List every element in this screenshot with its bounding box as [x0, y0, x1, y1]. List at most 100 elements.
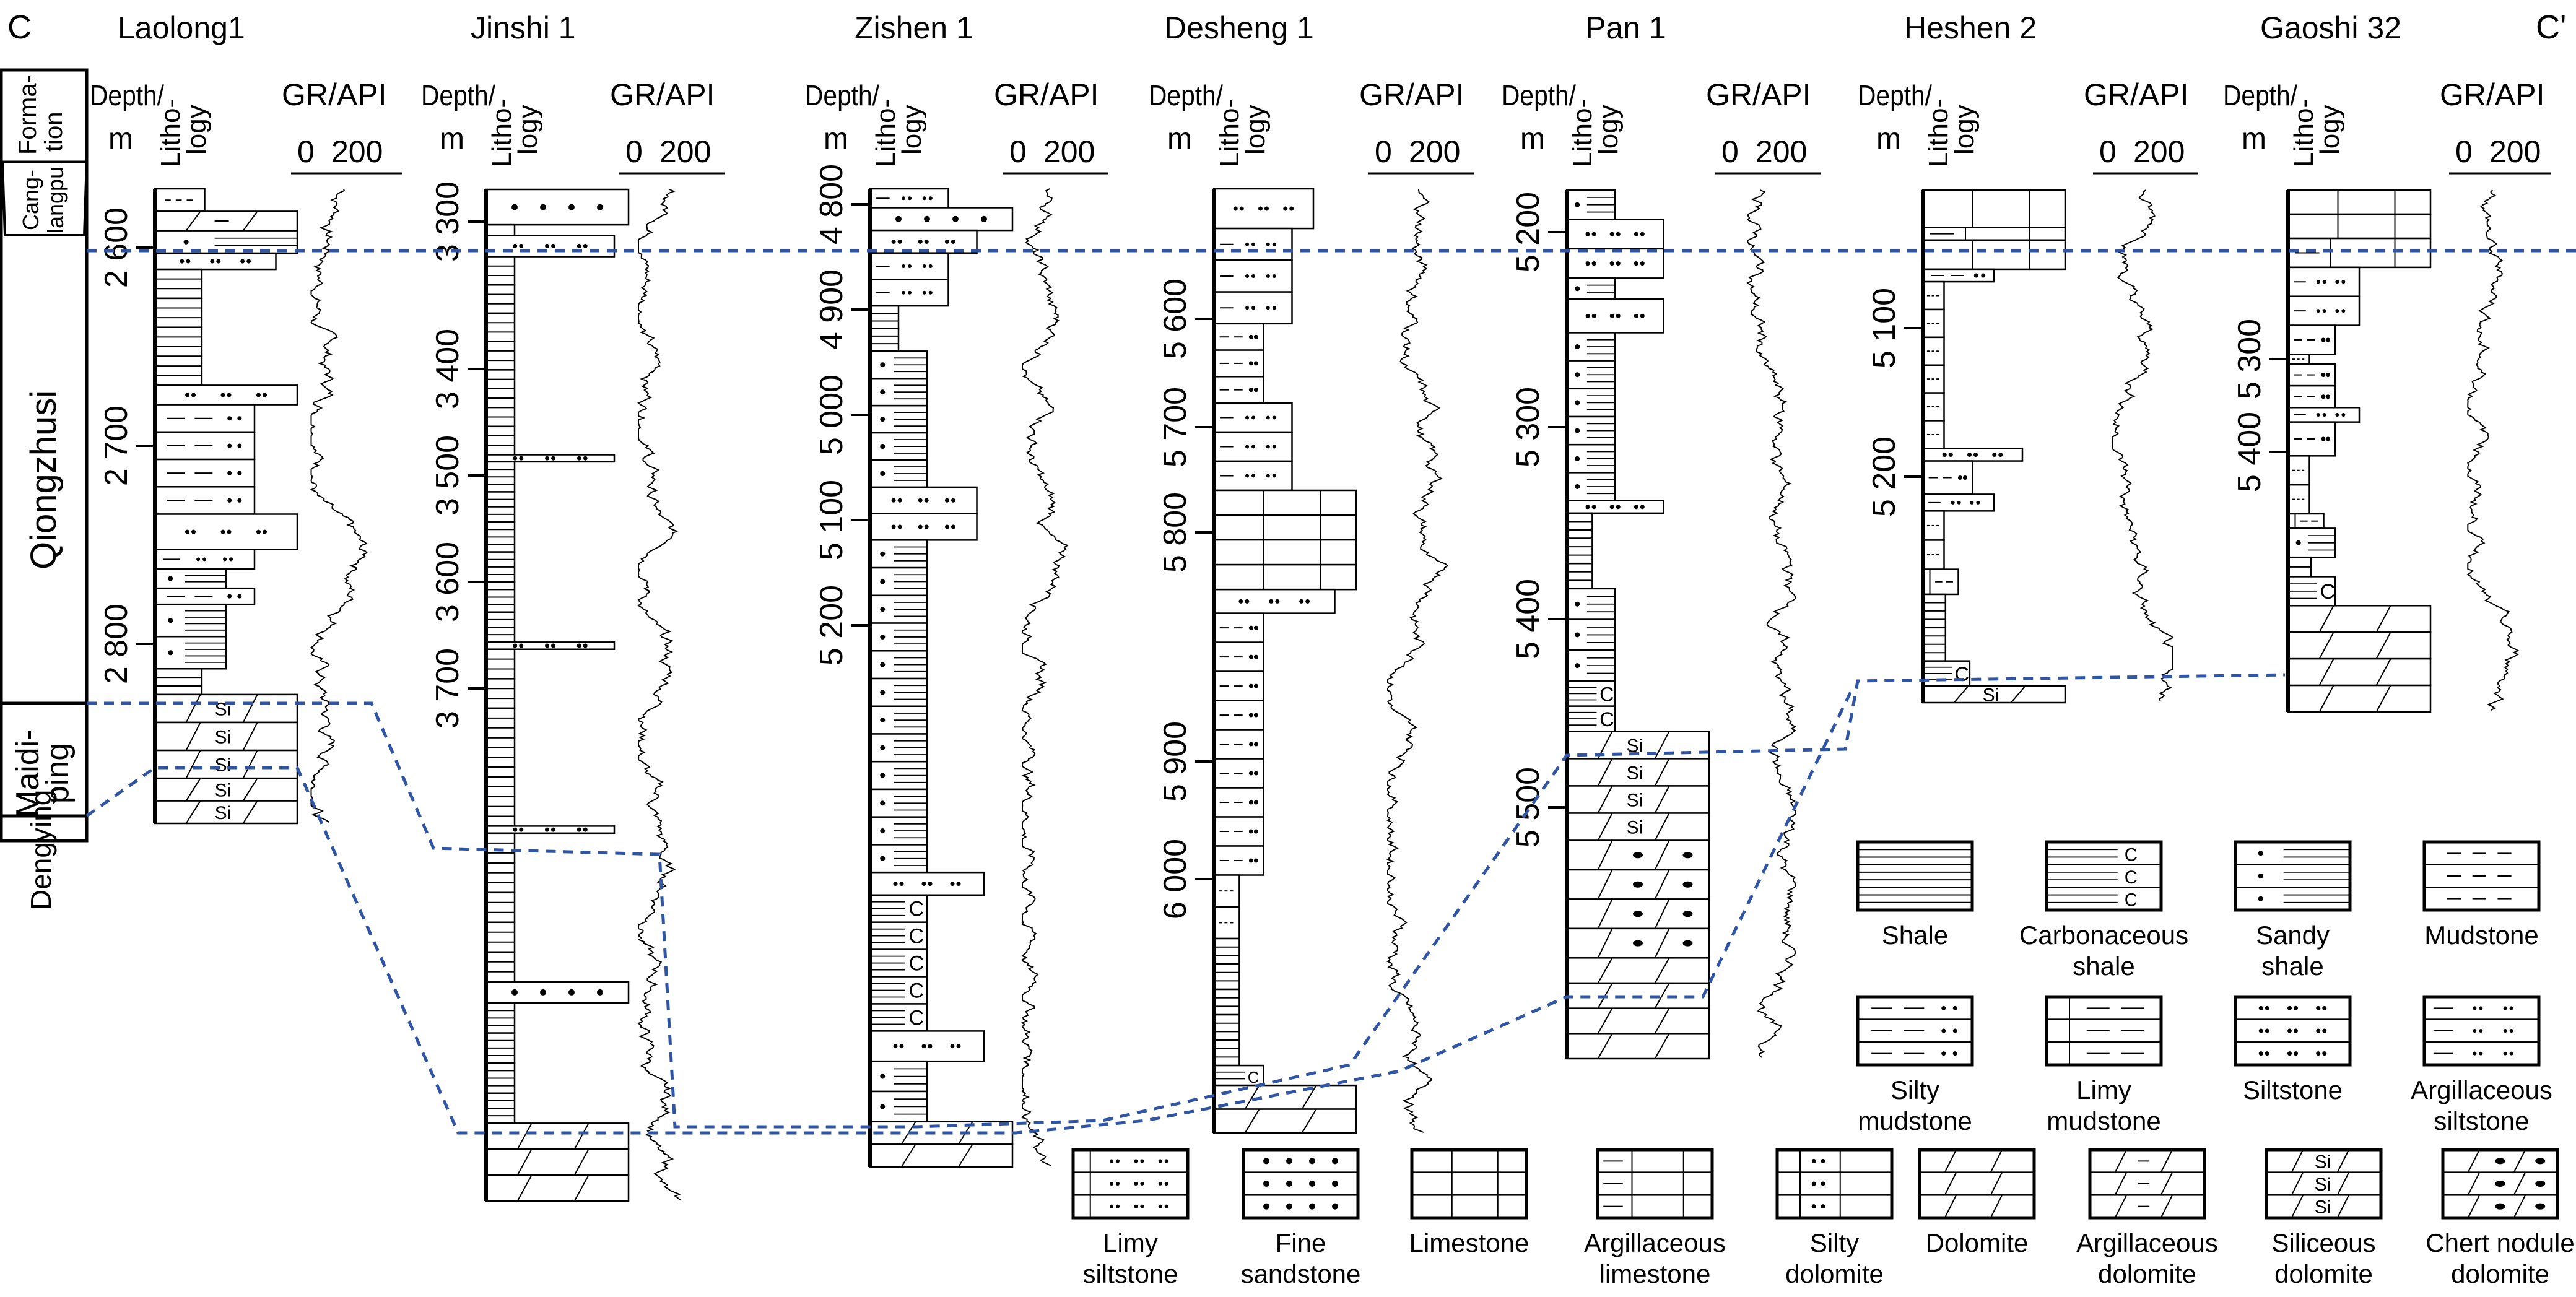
bed-carbonaceous-shale: C [1212, 1064, 1264, 1087]
bed-dolomite [1565, 1007, 1710, 1035]
bed-silty-mudstone [2287, 363, 2336, 387]
depth-tick-label: 5 400 [1510, 579, 1546, 659]
bed-mudstone [1212, 874, 1240, 908]
bed-sandy-shale [1565, 388, 1616, 418]
bed-silty-mudstone [154, 587, 256, 605]
bed-silty-mudstone [1921, 268, 1995, 283]
bed-sandy-shale [1565, 415, 1616, 446]
bed-sandy-shale [1565, 472, 1616, 501]
bed-siltstone [154, 513, 298, 550]
depth-unit: m [2242, 123, 2266, 155]
depth-tick-label: 5 100 [814, 480, 850, 560]
depth-unit: m [824, 123, 848, 155]
siliceous-symbol: Si [1627, 763, 1643, 783]
bed-argillaceous-siltstone [154, 549, 256, 570]
lithology-header-line1: Litho- [1567, 99, 1598, 167]
bed-mudstone [2287, 354, 2310, 365]
bed-shale [485, 581, 516, 613]
legend-label: Argillaceous [1584, 1228, 1726, 1257]
legend-swatch [1918, 1148, 2036, 1220]
lithology-header-line2: logy [181, 105, 212, 155]
bed-mudstone [1921, 336, 1945, 366]
bed-shale [1212, 937, 1240, 965]
bed-carbonaceous-shale: C [869, 976, 928, 1005]
bed-shale [485, 737, 516, 768]
bed-shale [1921, 593, 1947, 629]
lithology-column: CSi [1921, 189, 2066, 706]
correlation-line-maidiping-base [85, 689, 1853, 1135]
bed-silty-mudstone [1212, 349, 1264, 378]
gr-scale-min: 0 [625, 134, 643, 169]
gr-header: GR/API [994, 77, 1099, 112]
well-name: Heshen 2 [1904, 11, 2037, 45]
depth-tick-label: 5 100 [1866, 288, 1902, 368]
bed-shale [1212, 1039, 1240, 1067]
gr-scale-min: 0 [1375, 134, 1392, 169]
bed-sandy-shale [869, 432, 928, 461]
legend-item-dolomite: Dolomite [1918, 1148, 2036, 1257]
bed-sandy-shale [154, 568, 227, 589]
bed-shale [1565, 512, 1593, 539]
siliceous-symbol: Si [215, 727, 232, 748]
bed-limestone [1212, 563, 1357, 591]
depth-header: Depth/ [805, 79, 879, 111]
bed-siltstone [1565, 219, 1664, 250]
section-start-label: C [7, 9, 32, 46]
gr-curve [637, 189, 681, 1200]
bed-dolomite [485, 1148, 630, 1176]
depth-tick-label: 5 600 [1157, 279, 1193, 359]
bed-siltstone [485, 235, 616, 258]
bed-silty-mudstone [1212, 670, 1264, 701]
carbonaceous-symbol: C [2320, 580, 2336, 604]
bed-argillaceous-limestone [2287, 237, 2432, 269]
bed-argillaceous-dolomite [154, 210, 298, 232]
bed-shale [2287, 556, 2312, 578]
bed-dolomite [1565, 1033, 1710, 1060]
bed-shale [154, 297, 203, 328]
legend-swatch [1856, 995, 1974, 1067]
gr-header: GR/API [1706, 77, 1811, 112]
bed-argillaceous-siltstone [1212, 460, 1293, 492]
depth-tick-label: 5 200 [1510, 192, 1546, 272]
bed-shale [485, 284, 516, 314]
siliceous-symbol: Si [1627, 818, 1643, 838]
legend-label: Fine [1276, 1228, 1326, 1257]
bed-limestone [1212, 489, 1357, 516]
bed-siltstone [1212, 188, 1315, 230]
bed-siliceous-dolomite: Si [1921, 685, 2066, 706]
legend-label: Limy [1103, 1228, 1158, 1257]
bed-silty-mudstone [2287, 421, 2336, 457]
carbonaceous-symbol: C [909, 898, 925, 921]
bed-limestone [1212, 514, 1357, 541]
gr-scale-min: 0 [297, 134, 315, 169]
lithology-header-line2: logy [1240, 105, 1271, 155]
bed-shale [154, 668, 203, 696]
depth-unit: m [108, 123, 133, 155]
gr-scale-min: 0 [2455, 134, 2473, 169]
bed-carbonaceous-shale: C [869, 1003, 928, 1032]
bed-sandy-shale [1565, 360, 1616, 390]
carbonaceous-symbol: C [1599, 708, 1614, 731]
legend-swatch [1242, 1148, 1360, 1220]
depth-tick-label: 5 000 [814, 375, 850, 455]
bed-dolomite [1212, 1084, 1357, 1110]
legend-swatch [2045, 995, 2163, 1067]
bed-mudstone [1921, 539, 1945, 570]
bed-sandy-shale [2287, 527, 2336, 558]
bed-sandy-shale [869, 539, 928, 569]
legend-label-line2: siltstone [1082, 1259, 1178, 1288]
bed-carbonaceous-shale: C [1565, 680, 1616, 707]
legend-swatch [1775, 1148, 1894, 1220]
bed-siltstone [1212, 588, 1336, 614]
bed-carbonaceous-shale: C [2287, 576, 2336, 607]
bed-sandy-shale [1565, 443, 1616, 474]
bed-silty-mudstone [1212, 816, 1264, 847]
